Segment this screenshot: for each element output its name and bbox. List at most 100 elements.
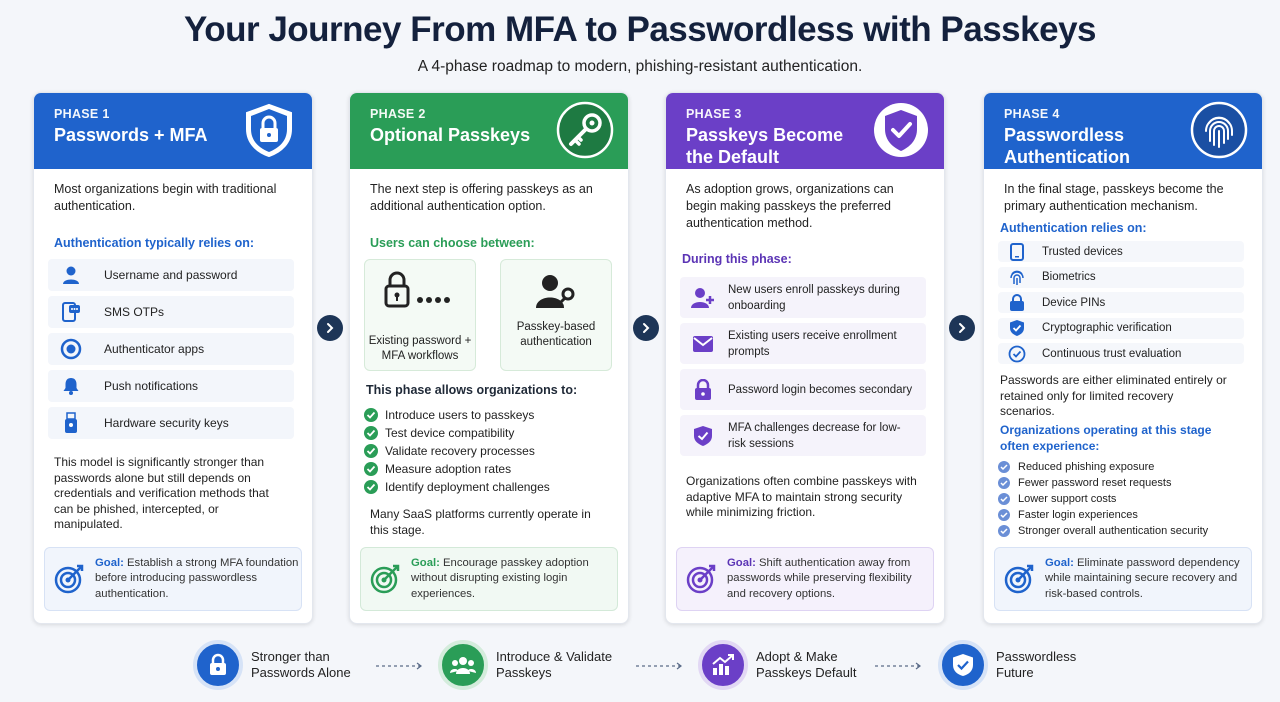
check-label: Validate recovery processes xyxy=(385,444,535,458)
list-item: SMS OTPs xyxy=(48,296,294,328)
check-icon xyxy=(364,444,378,458)
phase-2-header: PHASE 2 Optional Passkeys xyxy=(350,93,628,169)
phone-message-icon xyxy=(58,299,84,325)
goal-label: Goal: xyxy=(727,556,756,569)
flow-label: Adopt & Make Passkeys Default xyxy=(756,649,857,680)
item-label: Cryptographic verification xyxy=(1042,322,1172,334)
authenticator-icon xyxy=(58,336,84,362)
list-item: Trusted devices xyxy=(998,241,1244,262)
item-label: Push notifications xyxy=(104,379,199,393)
phase-number: PHASE 1 xyxy=(54,107,110,121)
section-title: Authentication relies on: xyxy=(1000,221,1147,235)
goal-description: Establish a strong MFA foundation before… xyxy=(95,556,299,600)
goal-box: Goal: Shift authentication away from pas… xyxy=(676,547,934,611)
item-label: Biometrics xyxy=(1042,271,1096,283)
chevron-right-icon xyxy=(633,315,659,341)
check-icon xyxy=(998,525,1010,537)
flow-step-4: Passwordless Future xyxy=(938,640,1096,690)
phase-3-card: PHASE 3 Passkeys Become the Default As a… xyxy=(665,92,945,624)
check-item: Test device compatibility xyxy=(364,424,614,442)
benefit-item: Stronger overall authentication security xyxy=(998,523,1248,539)
item-label: SMS OTPs xyxy=(104,305,165,319)
list-item: Continuous trust evaluation xyxy=(998,343,1244,364)
goal-label: Goal: xyxy=(95,556,124,569)
shield-check-icon xyxy=(690,423,716,449)
benefit-label: Lower support costs xyxy=(1018,493,1117,505)
phase-title: Passwordless Authentication xyxy=(1004,125,1130,167)
target-icon xyxy=(370,564,400,594)
phase-list: New users enroll passkeys during onboard… xyxy=(680,277,926,461)
check-icon xyxy=(364,480,378,494)
goal-text: Goal: Shift authentication away from pas… xyxy=(727,556,932,603)
lock-password-icon xyxy=(384,271,450,308)
phase-3-header: PHASE 3 Passkeys Become the Default xyxy=(666,93,944,169)
dashed-arrow xyxy=(376,662,422,670)
section-title-2: This phase allows organizations to: xyxy=(366,383,578,397)
check-item: Measure adoption rates xyxy=(364,460,614,478)
key-icon xyxy=(556,101,614,159)
page-title: Your Journey From MFA to Passwordless wi… xyxy=(183,10,1097,49)
check-label: Test device compatibility xyxy=(385,426,515,440)
goal-box: Goal: Encourage passkey adoption without… xyxy=(360,547,618,611)
benefit-label: Fewer password reset requests xyxy=(1018,477,1172,489)
phase-outro: Passwords are either eliminated entirely… xyxy=(1000,373,1227,418)
item-label: Hardware security keys xyxy=(104,416,229,430)
phase-1-card: PHASE 1 Passwords + MFA Most organizatio… xyxy=(33,92,313,624)
goal-label: Goal: xyxy=(411,556,440,569)
benefit-list: Reduced phishing exposure Fewer password… xyxy=(998,459,1248,539)
flow-step-3: Adopt & Make Passkeys Default xyxy=(698,640,866,690)
check-item: Validate recovery processes xyxy=(364,442,614,460)
dashed-arrow xyxy=(636,662,682,670)
phase-intro: The next step is offering passkeys as an… xyxy=(370,182,593,213)
target-icon xyxy=(1004,564,1034,594)
target-icon xyxy=(686,564,716,594)
check-icon xyxy=(998,509,1010,521)
phase-4-header: PHASE 4 Passwordless Authentication xyxy=(984,93,1262,169)
flow-label: Stronger than Passwords Alone xyxy=(251,649,351,680)
item-label: MFA challenges decrease for low-risk ses… xyxy=(728,421,901,450)
phase-1-header: PHASE 1 Passwords + MFA xyxy=(34,93,312,169)
method-list: Username and password SMS OTPs Authentic… xyxy=(48,259,294,444)
goal-box: Goal: Eliminate password dependency whil… xyxy=(994,547,1252,611)
check-item: Introduce users to passkeys xyxy=(364,406,614,424)
section-title-2: Organizations operating at this stage of… xyxy=(1000,423,1212,453)
list-item: Push notifications xyxy=(48,370,294,402)
shield-check-icon xyxy=(938,640,988,690)
shield-check-icon xyxy=(874,103,928,157)
group-icon xyxy=(438,640,488,690)
target-icon xyxy=(54,564,84,594)
benefit-label: Reduced phishing exposure xyxy=(1018,461,1155,473)
item-label: Password login becomes secondary xyxy=(728,383,913,396)
chevron-right-icon xyxy=(317,315,343,341)
goal-box: Goal: Establish a strong MFA foundation … xyxy=(44,547,302,611)
goal-description: Encourage passkey adoption without disru… xyxy=(411,556,589,600)
benefit-label: Stronger overall authentication security xyxy=(1018,525,1209,537)
list-item: Biometrics xyxy=(998,266,1244,288)
phase-intro: In the final stage, passkeys become the … xyxy=(1004,182,1224,213)
list-item: Device PINs xyxy=(998,292,1244,313)
check-label: Measure adoption rates xyxy=(385,462,512,476)
benefit-item: Fewer password reset requests xyxy=(998,475,1248,491)
bell-icon xyxy=(58,373,84,399)
phase-number: PHASE 3 xyxy=(686,107,742,121)
lock-icon xyxy=(193,640,243,690)
list-item: Cryptographic verification xyxy=(998,317,1244,339)
check-icon xyxy=(998,493,1010,505)
choice-options: Existing password + MFA workflows Passke… xyxy=(364,259,614,371)
envelope-icon xyxy=(690,331,716,357)
lock-icon xyxy=(690,377,716,403)
check-label: Identify deployment challenges xyxy=(385,480,550,494)
list-item: Existing users receive enrollment prompt… xyxy=(680,323,926,364)
phase-outro: Many SaaS platforms currently operate in… xyxy=(370,507,591,537)
benefit-label: Faster login experiences xyxy=(1018,509,1138,521)
user-key-icon xyxy=(536,275,575,308)
phase-outro: This model is significantly stronger tha… xyxy=(54,455,269,531)
goal-text: Goal: Eliminate password dependency whil… xyxy=(1045,556,1250,603)
smartphone-icon xyxy=(1008,242,1026,261)
chevron-right-icon xyxy=(949,315,975,341)
choice-passkey: Passkey-based authentication xyxy=(500,259,612,371)
item-label: Username and password xyxy=(104,268,238,282)
dashed-arrow xyxy=(875,662,921,670)
check-circle-icon xyxy=(1008,345,1026,363)
checklist: Introduce users to passkeys Test device … xyxy=(364,406,614,496)
